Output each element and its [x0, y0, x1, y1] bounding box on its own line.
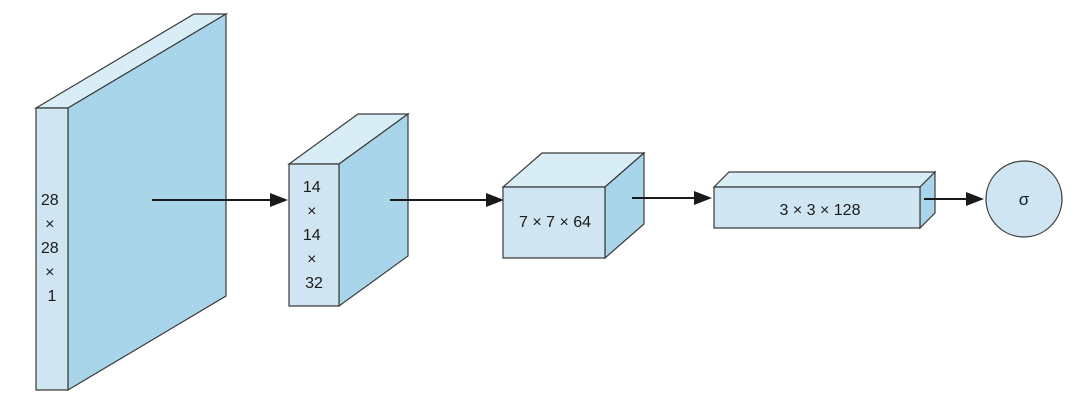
sigmoid-output-label: σ: [1019, 190, 1030, 209]
sigmoid-output-node: σ: [985, 160, 1063, 238]
conv1-label-line: 14: [303, 227, 321, 244]
arrow-3: [632, 191, 712, 205]
input-label-line: ×: [45, 216, 54, 233]
input-layer-label: 28 × 28 × 1: [41, 192, 63, 305]
input-layer-front-face: [35, 107, 69, 391]
conv1-label-line: ×: [307, 203, 316, 220]
arrow-4: [924, 192, 984, 206]
conv2-layer-block: 7 × 7 × 64: [501, 151, 646, 260]
conv1-layer-front-face: [288, 163, 340, 307]
input-layer-side-face: [67, 12, 227, 392]
conv2-layer-label: 7 × 7 × 64: [519, 214, 591, 231]
arrow-1: [152, 193, 288, 207]
conv3-layer-block: 3 × 3 × 128: [712, 170, 937, 230]
arrow-2: [390, 193, 504, 207]
conv1-label-line: ×: [307, 251, 316, 268]
conv1-layer-label: 14 × 14 × 32: [303, 179, 325, 292]
arrow-4-head: [966, 192, 984, 206]
sigmoid-output-circle: [985, 160, 1063, 238]
input-label-line: 28: [41, 240, 59, 257]
arrow-1-head: [270, 193, 288, 207]
conv3-layer-label: 3 × 3 × 128: [780, 202, 861, 219]
conv1-layer-block: 14 × 14 × 32: [287, 112, 410, 308]
input-label-line: ×: [45, 264, 54, 281]
input-layer-block: 28 × 28 × 1: [33, 12, 229, 392]
input-label-line: 28: [41, 192, 59, 209]
input-label-line: 1: [48, 288, 57, 305]
conv3-layer-top-face: [712, 171, 937, 188]
conv1-label-line: 32: [305, 275, 323, 292]
arrow-3-head: [694, 191, 712, 205]
conv3-layer-front-face: [713, 186, 921, 229]
conv1-label-line: 14: [303, 179, 321, 196]
arrow-2-head: [486, 193, 504, 207]
conv2-layer-front-face: [502, 186, 606, 259]
